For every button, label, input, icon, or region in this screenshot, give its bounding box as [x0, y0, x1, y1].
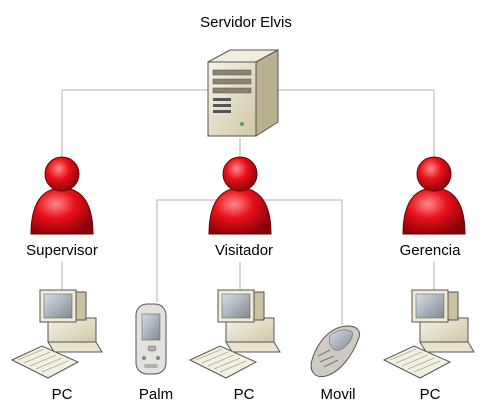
server-tower-icon — [207, 49, 279, 137]
device-label-movil: Movil — [320, 386, 356, 403]
device-label-pc-visitador: PC — [233, 386, 255, 403]
user-icon-supervisor — [30, 156, 94, 235]
desktop-pc-icon-supervisor — [10, 289, 103, 379]
desktop-pc-icon-gerencia — [382, 289, 475, 379]
device-label-palm: Palm — [138, 386, 174, 403]
user-label-supervisor: Supervisor — [26, 242, 98, 259]
user-icon-gerencia — [402, 156, 466, 235]
user-icon-visitador — [208, 156, 272, 235]
palm-pda-icon — [135, 303, 167, 375]
desktop-pc-icon-visitador — [188, 289, 281, 379]
server-label: Servidor Elvis — [200, 14, 292, 31]
user-label-gerencia: Gerencia — [399, 242, 461, 259]
mobile-phone-icon — [310, 325, 361, 378]
device-label-pc-supervisor: PC — [51, 386, 73, 403]
device-label-pc-gerencia: PC — [419, 386, 441, 403]
user-label-visitador: Visitador — [214, 242, 274, 259]
